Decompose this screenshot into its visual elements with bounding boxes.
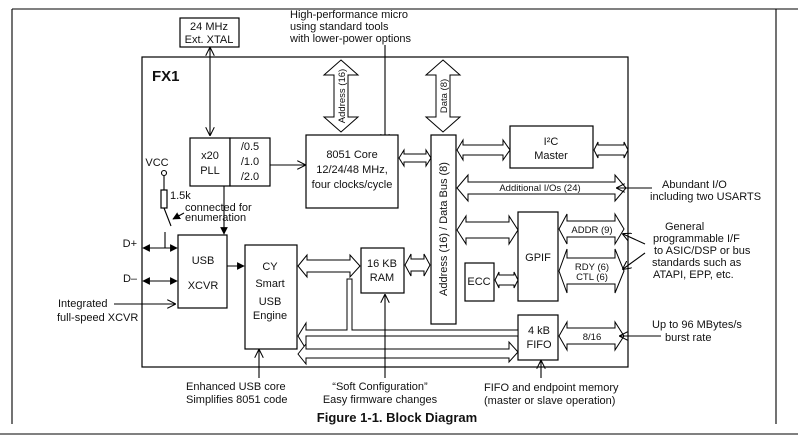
usb-xcvr-line2: XCVR [188, 280, 219, 292]
micro-note-line2: using standard tools [290, 21, 389, 33]
pll-div-2: /2.0 [241, 171, 259, 183]
usb-xcvr-line1: USB [192, 255, 215, 267]
fifo-mem-line2: (master or slave operation) [484, 395, 615, 407]
data-bus-label: Data (8) [439, 79, 450, 113]
ram-line2: RAM [370, 272, 394, 284]
abundant-io-line1: Abundant I/O [662, 179, 727, 191]
pll-line1: x20 [201, 150, 219, 162]
ecc-label: ECC [467, 276, 490, 288]
i2c-out-arrow [593, 141, 629, 159]
usb-engine-block [244, 244, 298, 350]
i2c-block [509, 125, 594, 169]
gpif-label: GPIF [525, 252, 551, 264]
general-if-pointer-2 [623, 252, 646, 269]
pll-div-0: /0.5 [241, 141, 259, 153]
i2c-line2: Master [534, 150, 568, 162]
addr-data-bus-block [430, 134, 457, 325]
core-line1: 8051 Core [326, 149, 377, 161]
usb-xcvr-block [177, 234, 228, 309]
dplus-label: D+ [123, 238, 137, 250]
xcvr-note-line2: full-speed XCVR [57, 312, 138, 324]
abundant-io-line2: including two USARTS [650, 191, 761, 203]
chip-label: FX1 [152, 68, 180, 85]
core-line2: 12/24/48 MHz, [316, 164, 388, 176]
fifo-line1: 4 kB [528, 325, 550, 337]
general-if-line5: ATAPI, EPP, etc. [653, 269, 734, 281]
engine-ram-arrow [297, 253, 361, 279]
usb-engine-line1: CY [262, 261, 278, 273]
vcc-label: VCC [145, 157, 168, 169]
fifo-mem-line1: FIFO and endpoint memory [484, 382, 619, 394]
burst-line1: Up to 96 MBytes/s [652, 319, 742, 331]
xtal-line1: 24 MHz [190, 21, 228, 33]
address-bus-label: Address (16) [337, 69, 348, 123]
usb-engine-line4: Engine [253, 310, 287, 322]
pll-div-1: /1.0 [241, 156, 259, 168]
general-if-pointer-1 [623, 234, 646, 245]
core-line3: four clocks/cycle [312, 179, 393, 191]
dminus-label: D– [123, 273, 138, 285]
fifo-line2: FIFO [526, 339, 551, 351]
general-if-line1: General [665, 221, 704, 233]
engine-gpif-bus [297, 278, 519, 351]
enum-note-line2: enumeration [185, 212, 246, 224]
i2c-line1: I²C [544, 136, 559, 148]
soft-config-line2: Easy firmware changes [323, 394, 438, 406]
gpif-block [517, 211, 559, 302]
enum-note-pointer [172, 212, 185, 220]
data-bus-arrow [424, 59, 462, 133]
pll-divider-block [229, 137, 271, 187]
vcc-terminal-icon [160, 169, 168, 177]
ram-bus-arrow [404, 253, 431, 277]
xcvr-note-line1: Integrated [58, 298, 108, 310]
fifo-block [517, 314, 559, 361]
addr-bus-arrow [558, 212, 625, 246]
engine-fifo-bus [297, 340, 519, 366]
pll-line2: PLL [200, 165, 220, 177]
address-bus-arrow [322, 59, 360, 133]
xtal-line2: Ext. XTAL [185, 34, 234, 46]
addr-bus-label: ADDR (9) [571, 225, 612, 236]
usb-core-line2: Simplifies 8051 code [186, 394, 288, 406]
ecc-gpif-arrow [494, 271, 519, 289]
usb-engine-line3: USB [259, 296, 282, 308]
figure-caption: Figure 1-1. Block Diagram [317, 410, 477, 425]
ram-block [360, 247, 405, 294]
fifo-width-label: 8/16 [583, 332, 602, 343]
resistor-icon [160, 189, 168, 209]
soft-config-line1: “Soft Configuration” [332, 381, 428, 393]
additional-ios-label: Additional I/Os (24) [499, 183, 580, 194]
enum-note-line1: connected for [185, 202, 252, 214]
usb-core-line1: Enhanced USB core [186, 381, 286, 393]
micro-note-line1: High-performance micro [290, 9, 408, 21]
general-if-line3: to ASIC/DSP or bus [654, 245, 751, 257]
enum-switch-icon [163, 207, 172, 227]
ecc-block [464, 262, 495, 302]
micro-note-line3: with lower-power options [289, 33, 412, 45]
ram-line1: 16 KB [367, 258, 397, 270]
xtal-block [179, 17, 240, 48]
burst-line2: burst rate [665, 332, 711, 344]
ctl-label: CTL (6) [576, 272, 608, 283]
addr-data-bus-label: Address (16) / Data Bus (8) [438, 162, 450, 296]
rdy-label: RDY (6) [575, 262, 609, 273]
general-if-line4: standards such as [652, 257, 742, 269]
core-block [305, 134, 399, 209]
general-if-line2: programmable I/F [653, 233, 740, 245]
rdy-ctl-bus-arrow [558, 248, 625, 294]
resistor-label: 1.5k [170, 190, 191, 202]
pll-block [189, 137, 231, 187]
usb-engine-line2: Smart [255, 278, 284, 290]
